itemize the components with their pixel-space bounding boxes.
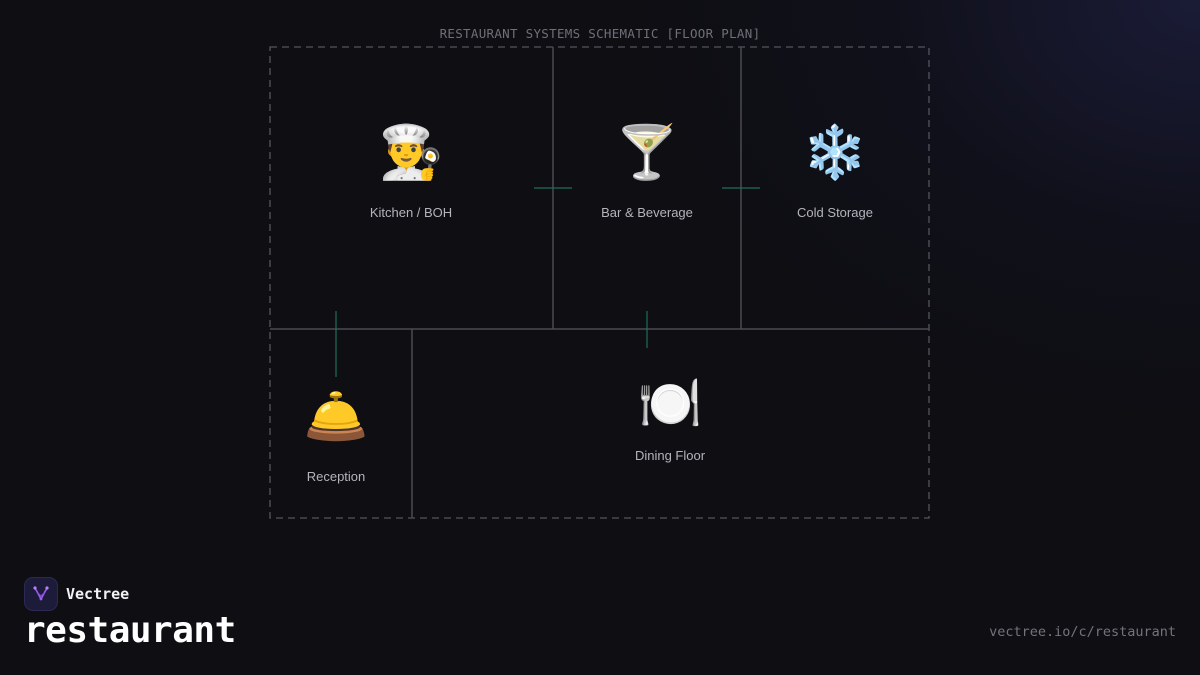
diagram-title: RESTAURANT SYSTEMS SCHEMATIC [FLOOR PLAN…: [439, 26, 761, 41]
room-dining[interactable]: 🍽️ Dining Floor: [590, 372, 750, 463]
page-url-link[interactable]: vectree.io/c/restaurant: [989, 624, 1176, 640]
cocktail-icon: 🍸: [614, 123, 680, 183]
brand-name: Vectree: [66, 585, 130, 603]
room-label-kitchen: Kitchen / BOH: [369, 205, 453, 220]
page-heading: restaurant: [24, 610, 236, 651]
plate-cutlery-icon: 🍽️: [637, 374, 703, 434]
snowflake-icon: ❄️: [802, 123, 868, 183]
room-label-bar: Bar & Beverage: [601, 205, 693, 220]
brand-lockup[interactable]: Vectree: [24, 577, 129, 611]
room-label-dining: Dining Floor: [634, 448, 706, 463]
room-bar[interactable]: 🍸 Bar & Beverage: [567, 121, 727, 220]
building-outline: [269, 46, 930, 519]
room-label-reception: Reception: [306, 469, 366, 484]
room-cold-storage[interactable]: ❄️ Cold Storage: [755, 121, 915, 220]
vectree-logo-icon: [24, 577, 58, 611]
room-reception[interactable]: 🛎️ Reception: [276, 385, 396, 484]
room-kitchen[interactable]: 👨‍🍳 Kitchen / BOH: [331, 121, 491, 220]
service-bell-icon: 🛎️: [303, 387, 369, 447]
room-label-cold-storage: Cold Storage: [797, 205, 873, 220]
chef-icon: 👨‍🍳: [378, 123, 444, 183]
